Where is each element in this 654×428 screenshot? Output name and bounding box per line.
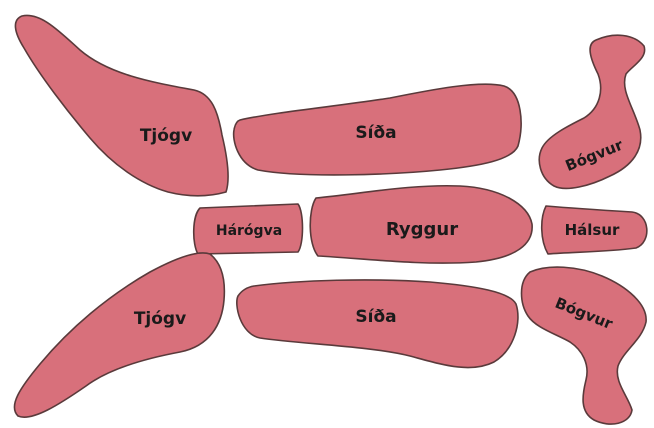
cut-bogvur-bottom (522, 267, 647, 424)
cut-tjogv-bottom (14, 253, 224, 417)
cut-tjogv-top (15, 15, 228, 195)
label-tjogv-bottom: Tjógv (134, 309, 186, 329)
label-halsur: Hálsur (565, 221, 620, 239)
label-tjogv-top: Tjógv (140, 126, 192, 146)
label-harogva: Hárógva (216, 223, 282, 239)
label-sida-bottom: Síða (355, 307, 396, 327)
label-ryggur: Ryggur (386, 219, 458, 240)
label-sida-top: Síða (355, 123, 396, 143)
